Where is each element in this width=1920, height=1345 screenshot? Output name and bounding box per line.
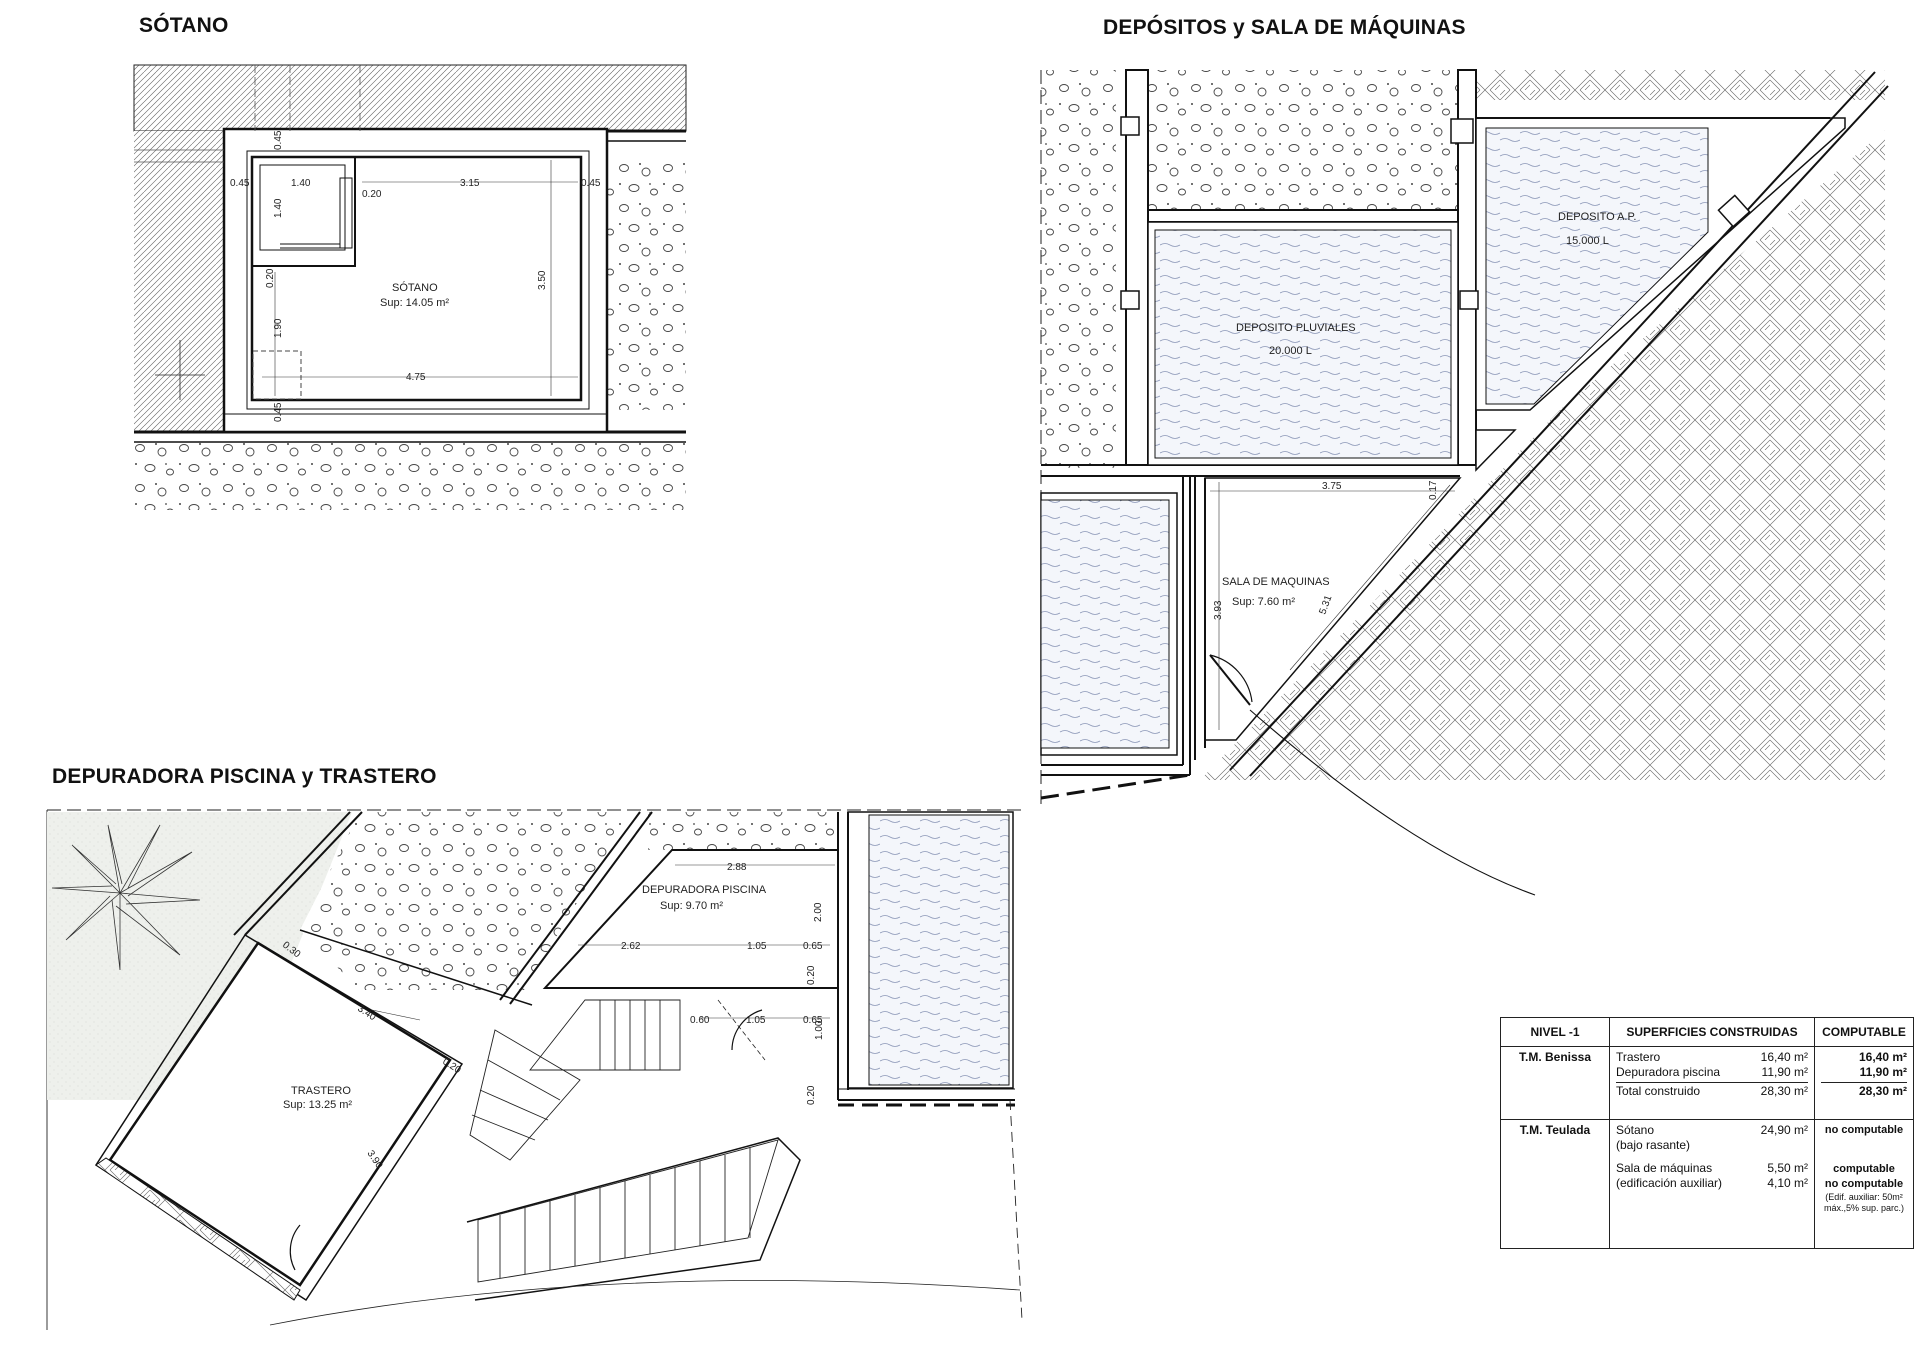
dim-depuradora-8: 0.65 [803,1015,823,1026]
title-depositos: DEPÓSITOS y SALA DE MÁQUINAS [1103,16,1466,39]
room-ap-capacity: 15.000 L [1566,235,1609,247]
table-row: T.M. Teulada Sótano 24,90 m² (bajo rasant… [1500,1119,1914,1249]
labels-depositos: DEPOSITO PLUVIALES 20.000 L DEPOSITO A.P… [1213,211,1636,620]
dim-sotano-5: 3.15 [460,178,480,189]
dim-depuradora-5: 0.20 [806,965,817,985]
dim-sotano-9: 1.90 [273,318,284,338]
labels-sotano: SÓTANO Sup: 14.05 m² 0.45 0.45 1.40 1.40… [230,130,601,422]
header-superficies: SUPERFICIES CONSTRUIDAS [1609,1017,1815,1047]
dim-sotano-8: 0.20 [265,268,276,288]
dim-depuradora-2: 2.62 [621,941,641,952]
room-sotano-name: SÓTANO [392,281,438,294]
dim-sotano-7: 3.50 [537,270,548,290]
room-pluviales-capacity: 20.000 L [1269,345,1312,357]
benissa-computable: 16,40 m² 11,90 m² 28,30 m² [1814,1045,1914,1121]
dim-maquinas-2: 3.93 [1213,600,1224,620]
dim-sotano-3: 1.40 [273,198,284,218]
dim-depuradora-10: 0.20 [806,1085,817,1105]
benissa-surfaces: Trastero 16,40 m² Depuradora piscina 11,90… [1609,1045,1815,1121]
row-area: 4,10 m² [1767,1176,1808,1191]
dim-sotano-2: 1.40 [291,178,311,189]
row-name: Sótano [1616,1123,1655,1138]
row-area: 11,90 m² [1761,1065,1808,1079]
room-ap-name: DEPOSITO A.P. [1558,211,1636,223]
dim-sotano-0: 0.45 [230,178,250,189]
room-sotano-area: Sup: 14.05 m² [380,297,449,309]
row-name: Depuradora piscina [1616,1065,1721,1079]
room-depuradora-area: Sup: 9.70 m² [660,900,723,912]
dim-depuradora-4: 0.65 [803,941,823,952]
dim-sotano-11: 0.45 [273,402,284,422]
room-pluviales-name: DEPOSITO PLUVIALES [1236,322,1356,334]
table-row: T.M. Benissa Trastero 16,40 m² Depuradora… [1500,1045,1914,1121]
room-depuradora-name: DEPURADORA PISCINA [642,884,767,896]
header-nivel: NIVEL -1 [1500,1017,1610,1047]
dim-depuradora-0: 2.88 [727,862,747,873]
zone-teulada: T.M. Teulada [1500,1119,1610,1249]
surfaces-table: NIVEL -1 SUPERFICIES CONSTRUIDAS COMPUTA… [1500,1017,1914,1249]
row-computable: 28,30 m² [1821,1082,1907,1099]
stairs-upper [469,999,681,1161]
row-computable: no computable [1824,1124,1904,1137]
stairs-lower [477,1139,779,1283]
row-computable: no computable [1824,1178,1904,1191]
dim-sotano-6: 0.45 [581,178,601,189]
row-computable: 11,90 m² [1859,1065,1907,1079]
row-computable: computable [1833,1163,1895,1176]
row-area: 28,30 m² [1760,1084,1808,1098]
row-area: 24,90 m² [1760,1123,1808,1138]
title-sotano: SÓTANO [139,14,229,37]
room-trastero-area: Sup: 13.25 m² [283,1099,352,1111]
header-computable: COMPUTABLE [1814,1017,1914,1047]
dim-depuradora-3: 1.05 [747,941,767,952]
note-line-2: máx.,5% sup. parc.) [1823,1203,1905,1214]
note-line-1: (Edif. auxiliar: 50m² [1825,1192,1903,1203]
dim-depuradora-1: 2.00 [813,902,824,922]
dim-trastero-2: 0.20 [440,1056,463,1076]
plan-depositos [1040,69,1889,896]
room-maquinas-area: Sup: 7.60 m² [1232,596,1295,608]
zone-benissa: T.M. Benissa [1500,1045,1610,1121]
room-trastero-name: TRASTERO [291,1085,351,1097]
room-maquinas-name: SALA DE MAQUINAS [1222,576,1330,588]
plan-sotano [133,64,687,510]
row-name: Total construido [1616,1084,1701,1098]
dim-maquinas-0: 3.75 [1322,481,1342,492]
plan-depuradora [46,809,1023,1330]
dim-depuradora-9: 1.00 [814,1020,825,1040]
row-area: 16,40 m² [1760,1050,1808,1064]
row-name: (edificación auxiliar) [1616,1176,1723,1191]
dim-sotano-10: 4.75 [406,372,426,383]
teulada-surfaces: Sótano 24,90 m² (bajo rasante) Sala de má… [1609,1119,1815,1249]
dim-sotano-1: 0.45 [273,130,284,150]
row-area: 5,50 m² [1767,1161,1808,1176]
dim-sotano-4: 0.20 [362,189,382,200]
row-sub: (bajo rasante) [1616,1138,1691,1153]
dim-maquinas-1: 0.17 [1428,480,1439,500]
row-name: Trastero [1616,1050,1661,1064]
title-depuradora: DEPURADORA PISCINA y TRASTERO [52,765,437,788]
teulada-computable: no computable computable no computable (… [1814,1119,1914,1249]
dim-depuradora-7: 1.05 [746,1015,766,1026]
palm-tree-icon [51,824,201,971]
row-computable: 16,40 m² [1858,1050,1907,1064]
dim-depuradora-6: 0.60 [690,1015,710,1026]
row-name: Sala de máquinas [1616,1161,1713,1176]
